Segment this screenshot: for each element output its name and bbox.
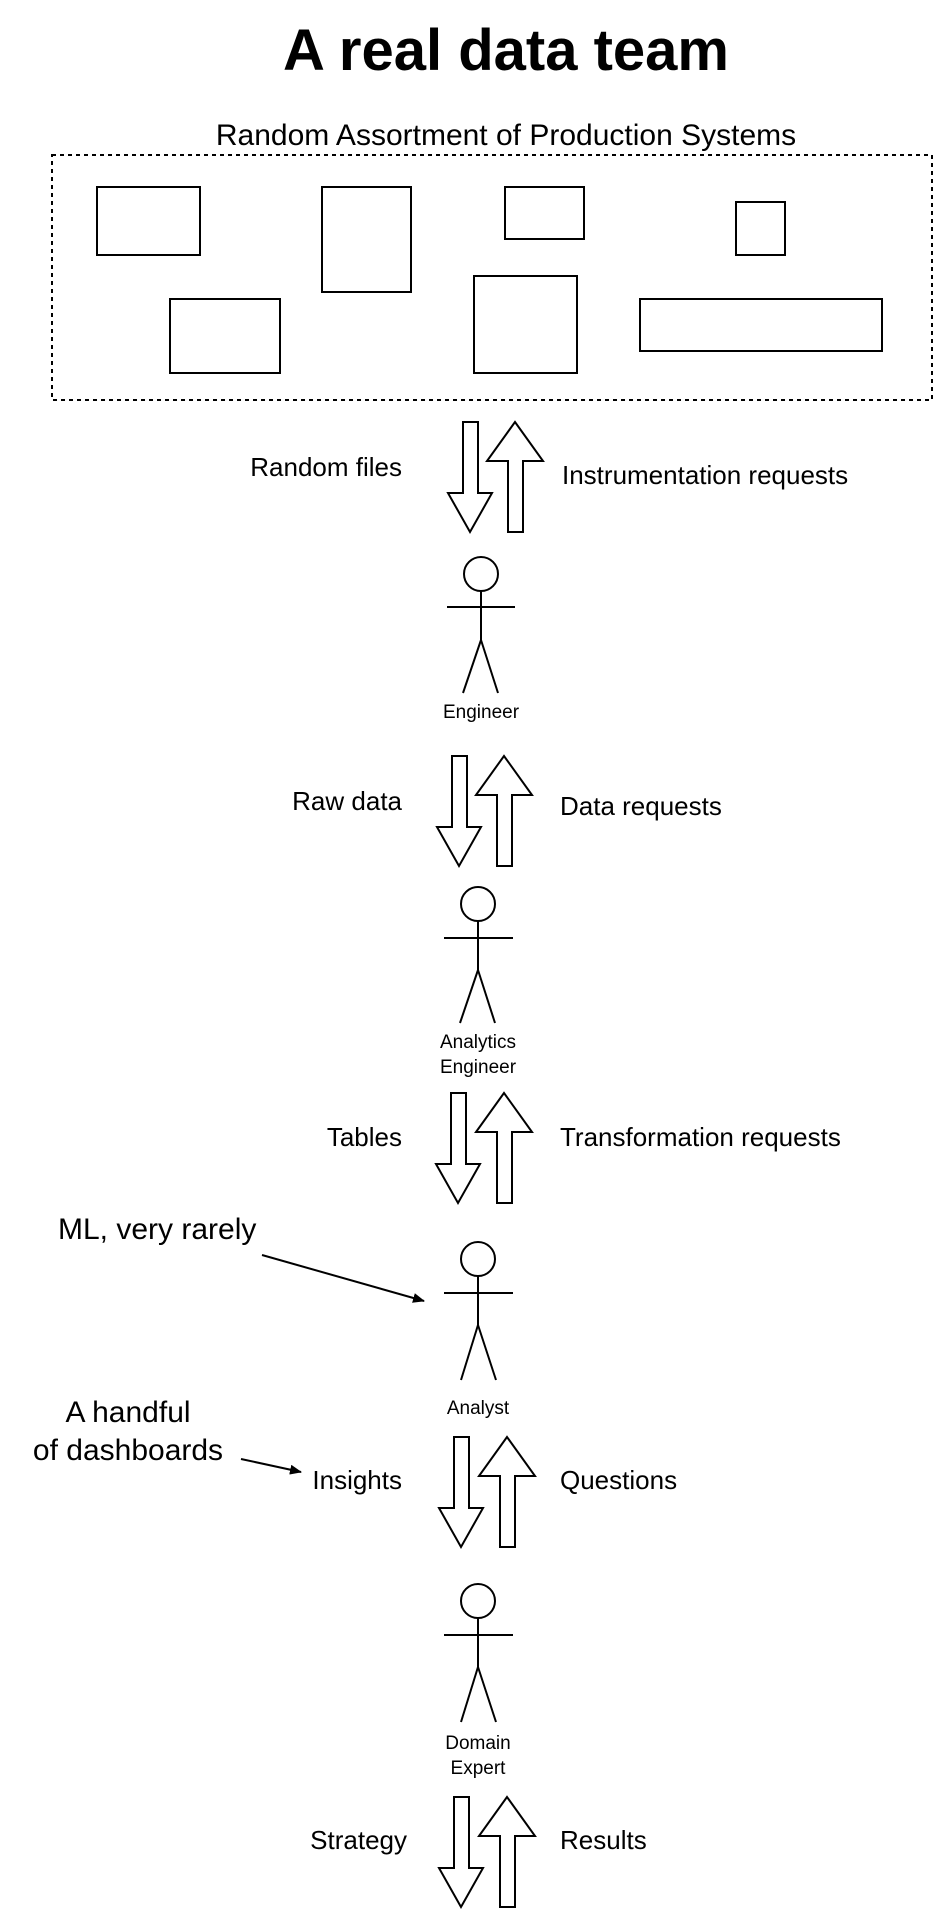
production-system-box [473, 275, 578, 374]
flow-down-label: Tables [327, 1122, 402, 1152]
production-system-box [169, 298, 281, 374]
down-arrow [437, 1796, 485, 1910]
down-arrow [435, 755, 483, 869]
flow-2: Raw data Data requests [292, 754, 722, 869]
production-system-box [96, 186, 201, 256]
flow-down-label: Raw data [292, 786, 402, 816]
up-arrow [474, 754, 534, 867]
flow-up-label: Questions [560, 1465, 677, 1495]
diagram-title: A real data team [283, 18, 729, 83]
annotation-dashboards-line1: A handful [65, 1396, 190, 1429]
flow-up-label: Transformation requests [560, 1122, 841, 1152]
actor-engineer: Engineer [443, 556, 520, 723]
down-arrow [434, 1092, 482, 1206]
up-arrow [477, 1795, 537, 1908]
actor-domain-expert: Domain Expert [444, 1583, 513, 1779]
annotation-dashboards: A handful of dashboards [33, 1396, 302, 1475]
actor-analytics-engineer: Analytics Engineer [440, 886, 517, 1078]
stick-figure-icon [447, 556, 515, 694]
actor-analyst: Analyst [444, 1241, 513, 1419]
production-system-box [504, 186, 585, 240]
flow-5: Strategy Results [310, 1795, 647, 1910]
annotation-arrow [240, 1458, 302, 1475]
actor-label: Expert [451, 1758, 507, 1779]
production-systems-label: Random Assortment of Production Systems [216, 119, 796, 152]
production-system-box [321, 186, 412, 293]
flow-down-label: Strategy [310, 1825, 407, 1855]
up-arrow [474, 1091, 534, 1204]
actor-label: Engineer [443, 702, 520, 723]
actor-label: Analyst [447, 1398, 510, 1419]
production-systems-boundary [51, 154, 933, 401]
production-system-box [735, 201, 786, 256]
annotation-ml: ML, very rarely [58, 1213, 425, 1303]
down-arrow [437, 1436, 485, 1550]
flow-down-label: Random files [250, 452, 402, 482]
actor-label: Analytics [440, 1032, 516, 1053]
stick-figure-icon [444, 886, 513, 1024]
up-arrow [477, 1435, 537, 1548]
flow-up-label: Results [560, 1825, 647, 1855]
flow-3: Tables Transformation requests [327, 1091, 841, 1206]
annotation-arrow [261, 1254, 425, 1303]
actor-label: Domain [445, 1733, 510, 1754]
flow-1: Random files Instrumentation requests [250, 420, 848, 535]
stick-figure-icon [444, 1583, 513, 1723]
annotation-ml-text: ML, very rarely [58, 1213, 256, 1246]
flow-4: Insights Questions [312, 1435, 677, 1550]
flow-down-label: Insights [312, 1465, 402, 1495]
annotation-dashboards-line2: of dashboards [33, 1434, 223, 1467]
down-arrow [446, 421, 494, 535]
stick-figure-icon [444, 1241, 513, 1381]
up-arrow [485, 420, 545, 533]
flow-up-label: Instrumentation requests [562, 460, 848, 490]
flow-up-label: Data requests [560, 791, 722, 821]
actor-label: Engineer [440, 1057, 517, 1078]
production-system-box [639, 298, 883, 352]
